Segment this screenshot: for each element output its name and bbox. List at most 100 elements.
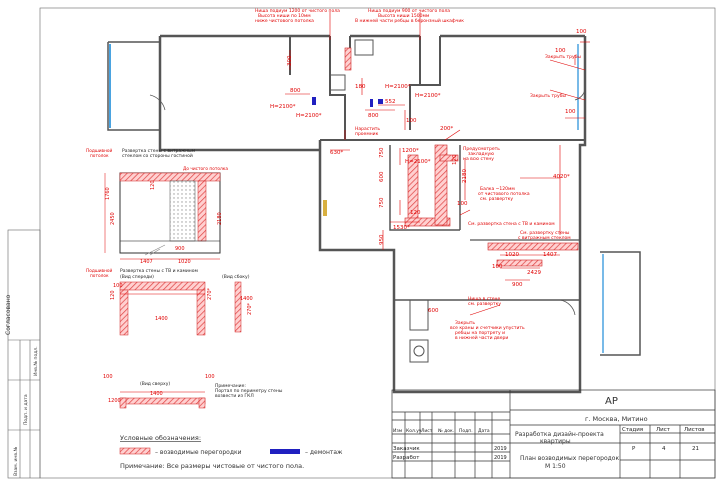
stamp-head-cell: Кол.уч — [406, 428, 422, 434]
dim: 180 — [355, 84, 366, 90]
note-pipes-2: Закрыть трубы — [530, 93, 566, 99]
svg-text:100: 100 — [205, 374, 215, 380]
side-col: Подп. и дата — [23, 394, 29, 425]
dim: 950 — [379, 234, 385, 245]
stamp-stage-val: 21 — [692, 446, 699, 452]
side-strip — [7, 229, 41, 479]
plan-dimension-lines — [285, 12, 590, 316]
stamp-head-cell: Изм — [393, 428, 402, 434]
dim: 100 — [406, 118, 417, 124]
stamp-stage-head: Лист — [656, 427, 671, 433]
stamp-year: 2019 — [494, 446, 507, 452]
legend: Условные обозначения: – возводимые перег… — [119, 434, 343, 470]
dim: 120 — [452, 154, 458, 165]
svg-text:(Вид сверху): (Вид сверху) — [140, 381, 170, 387]
svg-text:1400: 1400 — [150, 391, 163, 397]
dim: 120 — [410, 210, 421, 216]
dim: 1200* — [402, 148, 419, 154]
dim: 100 — [492, 264, 503, 270]
stamp-year: 2019 — [494, 455, 507, 461]
plan-dimensions: 300 800 180 552 800 100 630* 1200* 750 6… — [270, 29, 587, 314]
stamp-city: г. Москва, Митино — [585, 415, 648, 423]
svg-text:1400: 1400 — [240, 296, 253, 302]
stamp-role: Разработ — [393, 455, 420, 461]
dim: H=2100* — [415, 93, 441, 99]
note-pipes-1: Закрыть трубы — [545, 54, 581, 60]
dim: 1530* — [393, 225, 410, 231]
svg-text:2180: 2180 — [217, 212, 223, 225]
side-col: Инв.№ подл. — [33, 346, 39, 376]
dim: 300 — [287, 55, 293, 66]
dim: 900 — [512, 282, 523, 288]
dim: H=2100* — [296, 113, 322, 119]
stamp-stage-head: Стадия — [622, 427, 643, 433]
legend-demolish: – демонтаж — [305, 449, 343, 456]
svg-text:100: 100 — [113, 283, 123, 289]
svg-text:100: 100 — [103, 374, 113, 380]
dim: 800 — [368, 113, 379, 119]
dim: 552 — [385, 99, 396, 105]
side-agreed: Согласовано — [5, 294, 12, 335]
svg-text:2450: 2450 — [110, 212, 116, 225]
dim: H=2100* — [270, 104, 296, 110]
side-col: Взам. инв.№ — [13, 447, 19, 476]
svg-text:До чистого потолка: До чистого потолка — [183, 166, 228, 172]
svg-text:1407: 1407 — [140, 259, 153, 265]
note-tv-elev: См. развертка стена с ТВ и камином — [468, 221, 555, 227]
dim: 4020* — [553, 174, 570, 180]
legend-swatch-demolish — [270, 449, 300, 454]
page-frame — [39, 7, 716, 479]
svg-text:900: 900 — [175, 246, 185, 252]
dim: 100 — [576, 29, 587, 35]
new-partitions — [344, 47, 579, 267]
dim: 750 — [379, 147, 385, 158]
dim: 200* — [440, 126, 453, 132]
dim: 800 — [290, 88, 301, 94]
stamp-role: Заказчик — [393, 446, 420, 452]
dim: 630* — [330, 150, 343, 156]
stamp-stage-val: Р — [632, 446, 636, 452]
elevation-top-view: (Вид сверху) Примечание:Портал по периме… — [103, 374, 283, 409]
dim: 100 — [565, 109, 576, 115]
stamp-stage-head: Листов — [684, 427, 705, 433]
dim: H=2100* — [385, 84, 411, 90]
legend-swatch-new — [119, 447, 151, 455]
dim: 100 — [555, 48, 566, 54]
dim: 2429 — [527, 270, 541, 276]
dim: 2180 — [462, 169, 468, 183]
demolish-marks — [312, 97, 383, 107]
dim: H=2100* — [405, 159, 431, 165]
stamp-stage-val: 4 — [662, 446, 666, 452]
dim: 100 — [457, 201, 468, 207]
svg-text:120: 120 — [150, 180, 156, 190]
svg-text:270*: 270* — [247, 302, 253, 315]
legend-title: Условные обозначения: — [120, 434, 201, 442]
dim: 1407 — [543, 252, 557, 258]
svg-text:1200: 1200 — [108, 398, 121, 404]
legend-new-walls: – возводимые перегородки — [155, 449, 242, 456]
stamp-head-cell: № док. — [438, 428, 454, 434]
svg-text:120: 120 — [110, 290, 116, 300]
stamp-head-cell: Дата — [478, 428, 490, 434]
dim: 600 — [428, 308, 439, 314]
stamp-head-cell: Подп. — [459, 428, 473, 434]
legend-note: Примечание: Все размеры чистовые от чист… — [120, 462, 304, 470]
stamp-code: АР — [605, 396, 618, 407]
svg-text:1400: 1400 — [155, 316, 168, 322]
title-block — [391, 389, 716, 479]
elevation-tv-wall: Развертка стены с ТВ и камином (Вид спер… — [86, 267, 253, 336]
